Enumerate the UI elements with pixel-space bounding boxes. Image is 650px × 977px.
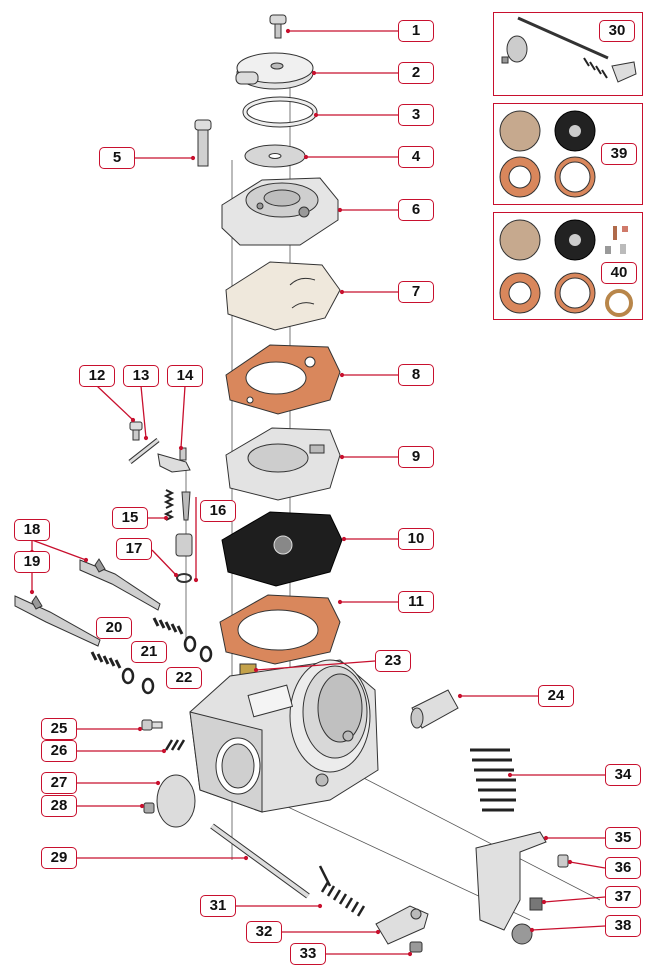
part-37-nut (529, 897, 543, 911)
part-35-bracket (475, 831, 547, 931)
kit-39-diaphragm-kit (499, 110, 596, 198)
part-33-screw (409, 941, 423, 953)
part-34-spring (470, 748, 516, 812)
part-10-metering-diaphragm (221, 511, 343, 587)
part-3-ring-gasket (242, 96, 318, 128)
callout-40: 40 (601, 262, 637, 284)
callout-26: 26 (41, 740, 77, 762)
callout-34: 34 (605, 764, 641, 786)
part-12-screw (129, 421, 143, 441)
part-11-gasket (219, 594, 341, 665)
part-9-metering-body (225, 427, 341, 501)
part-2-pump-cover (235, 52, 314, 90)
part-28-screw (143, 802, 155, 814)
part-4-washer (244, 144, 306, 168)
callout-25: 25 (41, 718, 77, 740)
callout-37: 37 (605, 886, 641, 908)
part-8-gasket (225, 344, 341, 415)
kit-box-40 (493, 212, 643, 320)
part-17-needle-seat (175, 533, 193, 583)
callout-33: 33 (290, 943, 326, 965)
callout-10: 10 (398, 528, 434, 550)
callout-6: 6 (398, 199, 434, 221)
callout-35: 35 (605, 827, 641, 849)
part-25-screw (141, 719, 163, 731)
part-19-adjustment-needle (14, 595, 101, 647)
callout-17: 17 (116, 538, 152, 560)
callout-29: 29 (41, 847, 77, 869)
callout-20: 20 (96, 617, 132, 639)
callout-3: 3 (398, 104, 434, 126)
part-14-metering-lever (157, 447, 191, 473)
callout-12: 12 (79, 365, 115, 387)
part-27-throttle-plate (156, 774, 196, 828)
callout-5: 5 (99, 147, 135, 169)
kit-40-rebuild-kit (499, 219, 633, 317)
part-7-pump-diaphragm (225, 261, 341, 331)
part-36-screw (557, 854, 569, 868)
callout-2: 2 (398, 62, 434, 84)
callout-16: 16 (200, 500, 236, 522)
leader-lines (29, 28, 606, 957)
part-6-pump-body (221, 177, 339, 246)
callout-39: 39 (601, 143, 637, 165)
part-18-adjustment-needle (79, 558, 161, 611)
callout-22: 22 (166, 667, 202, 689)
callout-32: 32 (246, 921, 282, 943)
part-20-needle-spring (152, 617, 184, 635)
part-16-inlet-needle (181, 491, 191, 521)
kit-box-39 (493, 103, 643, 205)
kit-box-30 (493, 12, 643, 96)
part-15-spring (163, 489, 175, 521)
callout-27: 27 (41, 772, 77, 794)
callout-11: 11 (398, 591, 434, 613)
callout-19: 19 (14, 551, 50, 573)
part-26-spring (164, 739, 186, 751)
callout-21: 21 (131, 641, 167, 663)
callout-18: 18 (14, 519, 50, 541)
callout-13: 13 (123, 365, 159, 387)
part-24-plug (410, 689, 459, 729)
part-22-washers (121, 635, 213, 695)
callout-23: 23 (375, 650, 411, 672)
part-1-screw (269, 14, 287, 39)
part-21-needle-spring (90, 651, 122, 669)
callout-36: 36 (605, 857, 641, 879)
part-31-return-spring (318, 865, 366, 917)
callout-24: 24 (538, 685, 574, 707)
callout-28: 28 (41, 795, 77, 817)
callout-4: 4 (398, 146, 434, 168)
callout-8: 8 (398, 364, 434, 386)
callout-1: 1 (398, 20, 434, 42)
part-5-bolt (194, 119, 212, 167)
callout-14: 14 (167, 365, 203, 387)
part-38-fitting (511, 923, 533, 945)
callout-7: 7 (398, 281, 434, 303)
callout-38: 38 (605, 915, 641, 937)
kit-30-throttle-kit (501, 16, 637, 83)
part-29-throttle-shaft (210, 823, 310, 899)
callout-30: 30 (599, 20, 635, 42)
callout-9: 9 (398, 446, 434, 468)
callout-15: 15 (112, 507, 148, 529)
part-13-pin (128, 438, 160, 464)
callout-31: 31 (200, 895, 236, 917)
carburetor-body (189, 659, 379, 813)
part-32-throttle-lever (375, 905, 429, 945)
